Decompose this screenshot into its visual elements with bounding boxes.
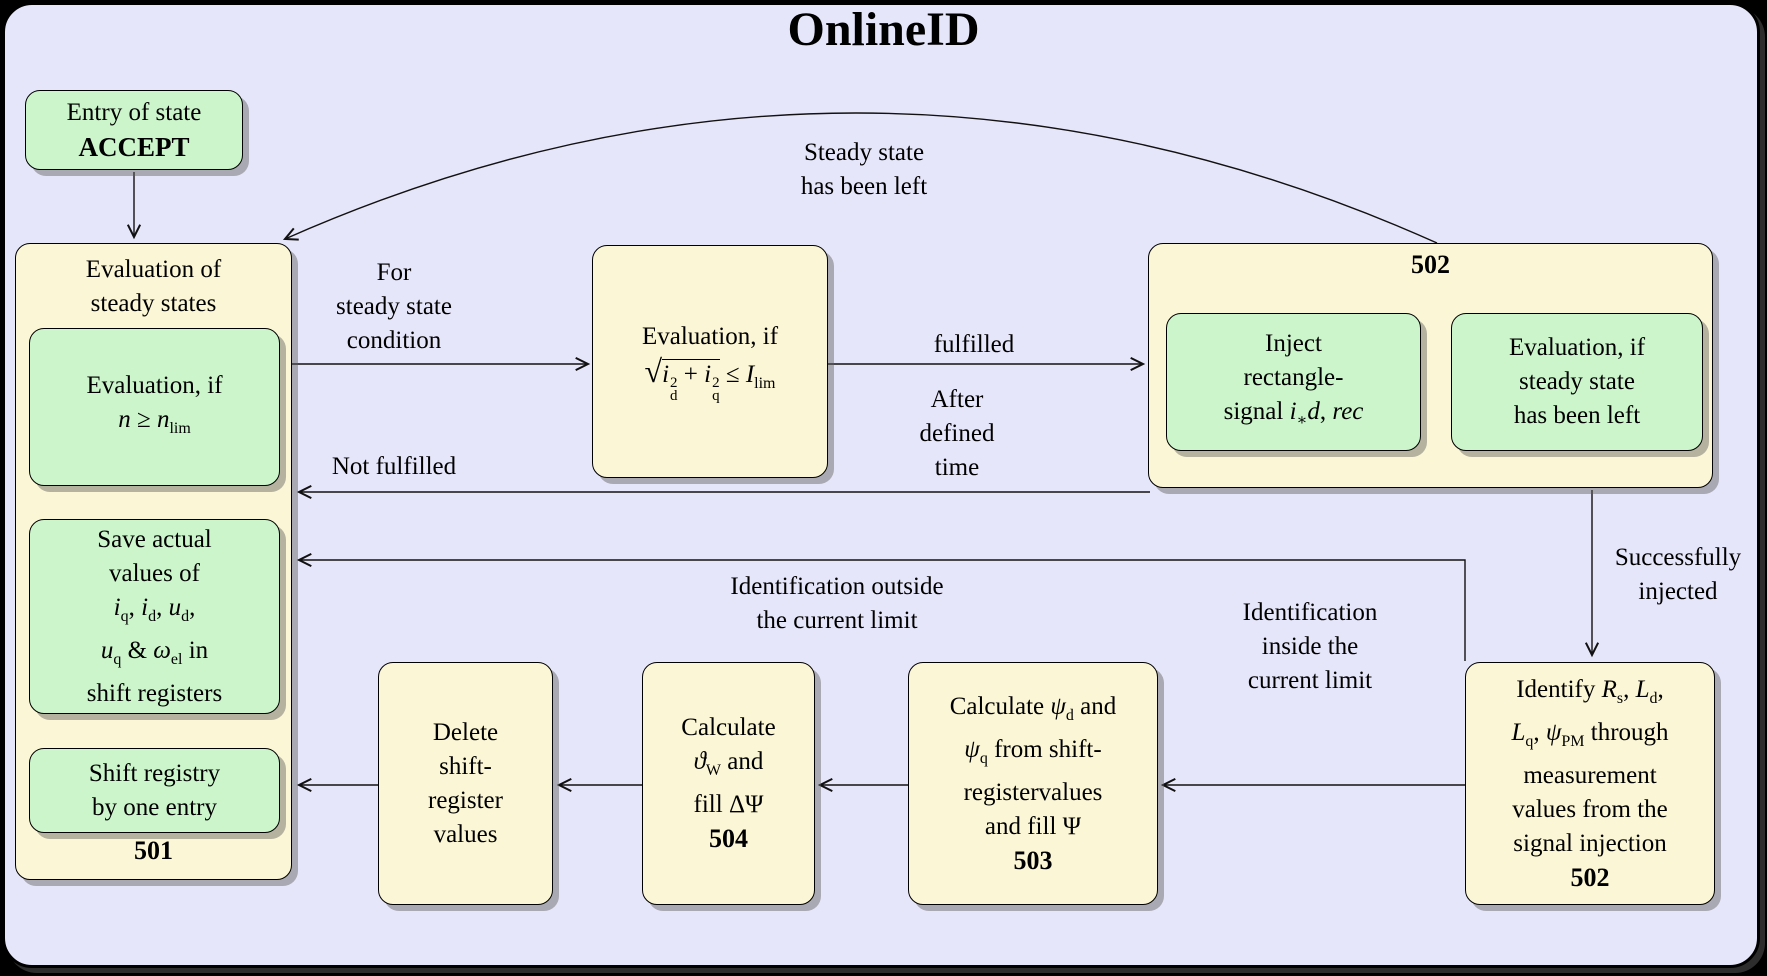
calc-flux-number: 503	[1013, 845, 1053, 875]
identify-number: 502	[1570, 862, 1610, 892]
current-limit-eval-line1: Evaluation, if	[641, 322, 779, 350]
signal-injection-number: 502	[1411, 250, 1450, 279]
calc-theta-number: 504	[709, 824, 748, 853]
entry-accept-line1: Entry of state	[66, 99, 202, 126]
steady-states-number: 501	[134, 836, 173, 865]
label-fulfilled: fulfilled	[933, 331, 1015, 358]
edge-identification-outside	[296, 552, 1466, 661]
page-title: OnlineID	[787, 3, 980, 56]
label-not-fulfilled: Not fulfilled	[331, 453, 457, 480]
entry-accept-line2: ACCEPT	[78, 132, 190, 162]
edge-steady-state-left	[282, 112, 1438, 244]
node-entry-accept: Entry of state ACCEPT	[25, 90, 243, 170]
